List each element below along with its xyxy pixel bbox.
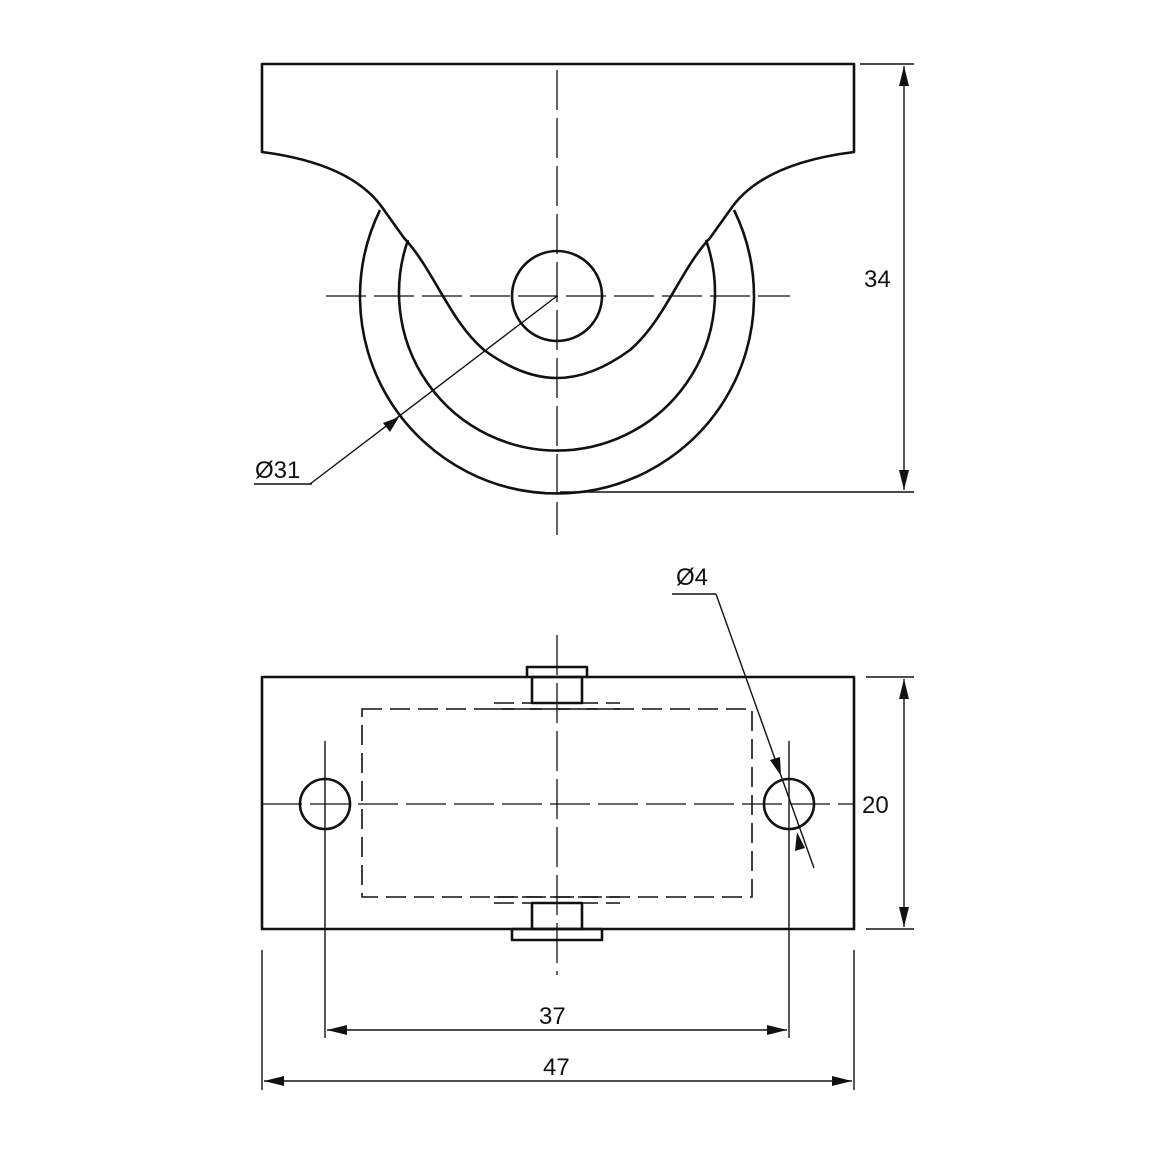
hole-spacing-label: 37 [539, 1003, 566, 1030]
depth-label: 20 [862, 792, 889, 819]
hole-diameter-leader [672, 593, 815, 869]
top-view: Ø4 20 37 47 [260, 564, 914, 1090]
width-label: 47 [543, 1054, 570, 1081]
depth-dimension [866, 676, 914, 930]
height-label: 34 [864, 266, 891, 293]
width-dimension [261, 950, 855, 1090]
hole-spacing-dimension [327, 1025, 787, 1035]
front-view: Ø31 34 [254, 62, 914, 535]
wheel-diameter-leader [254, 295, 558, 485]
wheel-inner-arc [397, 239, 717, 452]
bracket-outline [260, 62, 856, 380]
height-dimension [560, 63, 914, 493]
hole-diameter-label: Ø4 [676, 564, 708, 591]
wheel-diameter-label: Ø31 [255, 457, 300, 484]
